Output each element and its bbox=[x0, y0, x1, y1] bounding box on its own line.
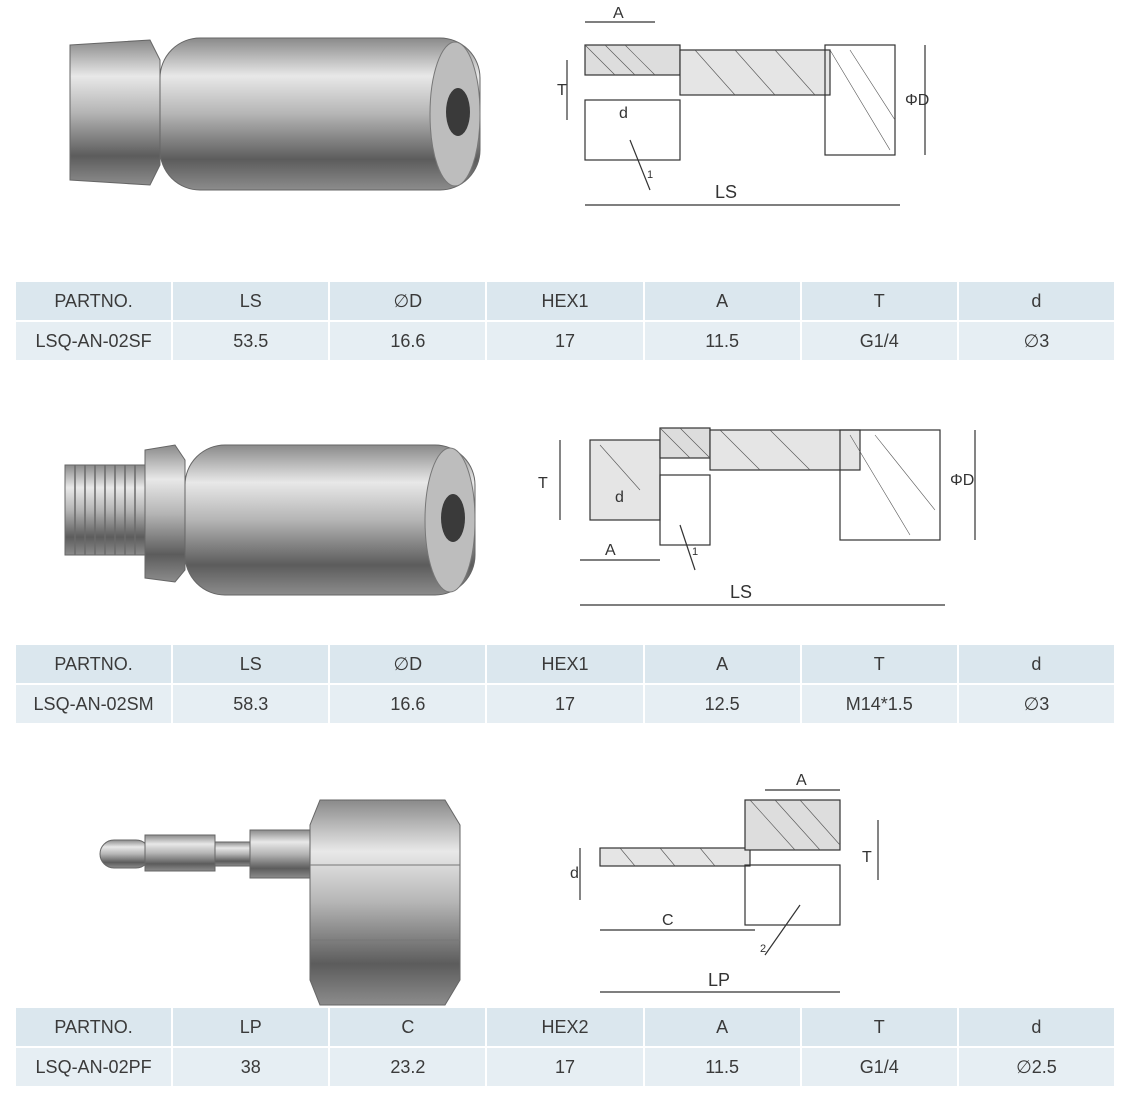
dim-label-angle: 1 bbox=[647, 169, 653, 181]
spec-table-pf: PARTNO. LP C HEX2 A T d LSQ-AN-02PF 38 2… bbox=[14, 1006, 1116, 1088]
product-section-2: T d A ΦD LS 1 PARTNO. LS ∅D HEX1 A T d L… bbox=[0, 370, 1130, 740]
dim-label-t: T bbox=[538, 475, 548, 492]
header-cell: d bbox=[958, 645, 1114, 683]
value-cell: 58.3 bbox=[173, 685, 329, 723]
value-cell: 16.6 bbox=[330, 685, 486, 723]
spec-header-row: PARTNO. LS ∅D HEX1 A T d bbox=[16, 645, 1114, 683]
value-cell: 17 bbox=[487, 1048, 643, 1086]
value-cell: ∅3 bbox=[958, 685, 1114, 723]
dim-label-angle: 2 bbox=[760, 943, 766, 955]
value-cell: ∅2.5 bbox=[958, 1048, 1114, 1086]
value-cell: 11.5 bbox=[644, 322, 800, 360]
value-cell: 16.6 bbox=[330, 322, 486, 360]
dim-label-phi-d: ΦD bbox=[950, 472, 974, 489]
dim-label-length: LP bbox=[708, 970, 730, 990]
dim-label-a: A bbox=[605, 542, 616, 559]
header-cell: A bbox=[644, 282, 800, 320]
header-cell: HEX2 bbox=[487, 1008, 643, 1046]
header-cell: ∅D bbox=[330, 282, 486, 320]
product-section-3: A d T C LP 2 PARTNO. LP C HEX2 A T d LSQ… bbox=[0, 740, 1130, 1104]
product-photo-pf bbox=[99, 799, 461, 1006]
header-cell: T bbox=[801, 282, 957, 320]
value-cell: ∅3 bbox=[958, 322, 1114, 360]
header-cell: LS bbox=[173, 645, 329, 683]
product-section-1: A T d ΦD LS 1 PARTNO. LS ∅D HEX1 A T d L… bbox=[0, 0, 1130, 370]
dim-label-angle: 1 bbox=[692, 546, 698, 558]
technical-drawing-sf: A T d ΦD LS 1 bbox=[557, 5, 929, 206]
value-cell: LSQ-AN-02SF bbox=[16, 322, 172, 360]
value-cell: G1/4 bbox=[801, 1048, 957, 1086]
dim-label-d: d bbox=[615, 489, 624, 506]
value-cell: 11.5 bbox=[644, 1048, 800, 1086]
header-cell: C bbox=[330, 1008, 486, 1046]
value-cell: 38 bbox=[173, 1048, 329, 1086]
header-cell: LS bbox=[173, 282, 329, 320]
spec-header-row: PARTNO. LS ∅D HEX1 A T d bbox=[16, 282, 1114, 320]
header-cell: T bbox=[801, 645, 957, 683]
technical-drawing-pf: A d T C LP 2 bbox=[570, 772, 879, 993]
header-cell: ∅D bbox=[330, 645, 486, 683]
spec-value-row: LSQ-AN-02SM 58.3 16.6 17 12.5 M14*1.5 ∅3 bbox=[16, 685, 1114, 723]
dim-label-c: C bbox=[662, 912, 674, 929]
dim-label-phi-d: ΦD bbox=[905, 92, 929, 109]
value-cell: 17 bbox=[487, 322, 643, 360]
header-cell: d bbox=[958, 1008, 1114, 1046]
dim-label-d: d bbox=[619, 105, 628, 122]
header-cell: HEX1 bbox=[487, 282, 643, 320]
dim-label-a: A bbox=[613, 5, 624, 22]
spec-value-row: LSQ-AN-02PF 38 23.2 17 11.5 G1/4 ∅2.5 bbox=[16, 1048, 1114, 1086]
dim-label-t: T bbox=[557, 82, 567, 99]
dim-label-length: LS bbox=[715, 182, 737, 202]
dim-label-a: A bbox=[796, 772, 807, 789]
dim-label-t: T bbox=[862, 849, 872, 866]
value-cell: 12.5 bbox=[644, 685, 800, 723]
header-cell: PARTNO. bbox=[16, 1008, 172, 1046]
header-cell: HEX1 bbox=[487, 645, 643, 683]
product-photo-sm bbox=[64, 444, 476, 596]
header-cell: A bbox=[644, 645, 800, 683]
header-cell: A bbox=[644, 1008, 800, 1046]
spec-header-row: PARTNO. LP C HEX2 A T d bbox=[16, 1008, 1114, 1046]
header-cell: PARTNO. bbox=[16, 645, 172, 683]
value-cell: G1/4 bbox=[801, 322, 957, 360]
spec-table-sf: PARTNO. LS ∅D HEX1 A T d LSQ-AN-02SF 53.… bbox=[14, 280, 1116, 362]
value-cell: LSQ-AN-02PF bbox=[16, 1048, 172, 1086]
value-cell: 53.5 bbox=[173, 322, 329, 360]
header-cell: d bbox=[958, 282, 1114, 320]
value-cell: 23.2 bbox=[330, 1048, 486, 1086]
dim-label-d: d bbox=[570, 865, 579, 882]
header-cell: T bbox=[801, 1008, 957, 1046]
header-cell: PARTNO. bbox=[16, 282, 172, 320]
dim-label-length: LS bbox=[730, 582, 752, 602]
spec-value-row: LSQ-AN-02SF 53.5 16.6 17 11.5 G1/4 ∅3 bbox=[16, 322, 1114, 360]
spec-table-sm: PARTNO. LS ∅D HEX1 A T d LSQ-AN-02SM 58.… bbox=[14, 643, 1116, 725]
value-cell: M14*1.5 bbox=[801, 685, 957, 723]
value-cell: 17 bbox=[487, 685, 643, 723]
product-photo-sf bbox=[69, 37, 481, 191]
technical-drawing-sm: T d A ΦD LS 1 bbox=[538, 427, 976, 606]
value-cell: LSQ-AN-02SM bbox=[16, 685, 172, 723]
header-cell: LP bbox=[173, 1008, 329, 1046]
